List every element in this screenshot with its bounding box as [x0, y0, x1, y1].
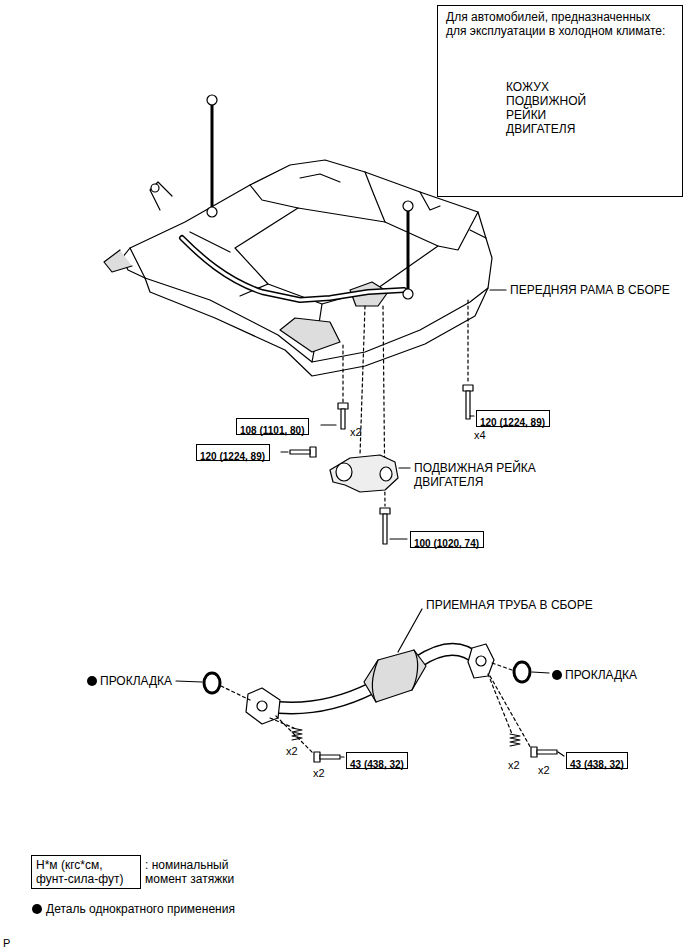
legend-symbol [31, 903, 43, 915]
torque-box: 43 (438, 32) [566, 752, 628, 769]
legend-entry: Деталь однократного применения [31, 902, 235, 916]
stabilizer-link [211, 104, 214, 208]
arm-bracket [104, 250, 132, 272]
stabilizer-link-ball [207, 207, 217, 217]
quantity: x2 [350, 425, 362, 439]
engine-rod-bushing [336, 463, 352, 481]
engine-rod [330, 455, 398, 492]
torque-box: 120 (1224, 89) [196, 444, 270, 461]
torque-box: 43 (438, 32) [346, 752, 408, 769]
frame-rib [190, 172, 478, 362]
part-name: ПРОКЛАДКА [565, 668, 637, 682]
torque-value: 108 (1101, 80) [240, 424, 305, 437]
quantity: x4 [474, 428, 486, 442]
ball-joint [151, 184, 159, 192]
stabilizer-bar [182, 238, 404, 300]
front-pipe [266, 649, 478, 708]
torque-value: 43 (438, 32) [350, 758, 404, 771]
arm-bracket [150, 182, 172, 210]
frame-edge [145, 278, 488, 376]
part-name: ПОДВИЖНАЯ РЕЙКА ДВИГАТЕЛЯ [414, 461, 544, 489]
torque-value: 43 (438, 32) [570, 758, 624, 771]
gasket [514, 662, 530, 682]
single-use-dot [87, 676, 97, 686]
torque-value: 120 (1224, 89) [200, 450, 265, 463]
flange-hole [476, 656, 486, 666]
torque-box: 120 (1224, 89) [476, 410, 550, 427]
leader-line [398, 609, 422, 652]
leader-line [470, 415, 474, 416]
torque-legend-box: Н*м (кгс*см, фунт-сила-фут): номинальный… [31, 855, 141, 889]
spring [510, 734, 520, 746]
torque-value: 120 (1224, 89) [480, 416, 545, 429]
leader-line [341, 756, 344, 757]
legend-text: Деталь однократного применения [46, 902, 235, 916]
leader-line [321, 424, 336, 425]
quantity: x2 [508, 758, 520, 772]
assembly-line [221, 663, 532, 754]
stabilizer-link-ball [403, 289, 413, 299]
node-heading: Для автомобилей, предназначенных для экс… [446, 10, 671, 38]
part-name: ПЕРЕДНЯЯ РАМА В СБОРЕ [510, 283, 670, 297]
stabilizer-link-ball [207, 95, 217, 105]
leader-line [390, 538, 407, 539]
frame-mount [280, 318, 340, 352]
node-text: КОЖУХ ПОДВИЖНОЙ РЕЙКИ ДВИГАТЕЛЯ [506, 80, 616, 136]
engine-rod-bushing [380, 467, 392, 481]
flange-hole [257, 701, 267, 711]
converter-seam [372, 650, 417, 702]
flange [468, 644, 494, 678]
part-name: ПРИЕМНАЯ ТРУБА В СБОРЕ [426, 598, 593, 612]
gasket [204, 673, 220, 693]
front-pipe [266, 649, 478, 708]
quantity: x2 [313, 766, 325, 780]
part-name: ПРОКЛАДКА [100, 674, 172, 688]
figure-code: P [3, 936, 10, 950]
stabilizer-link-ball [403, 201, 413, 211]
leader-line [490, 289, 506, 290]
torque-value: 100 (1020, 74) [414, 537, 479, 550]
spring [292, 728, 302, 740]
leader-line [532, 672, 549, 673]
leader-line [281, 451, 288, 452]
torque-box: 100 (1020, 74) [410, 531, 484, 548]
quantity: x2 [538, 763, 550, 777]
leader-line [399, 467, 410, 468]
stabilizer-link [407, 210, 410, 292]
torque-box: 108 (1101, 80) [236, 418, 309, 435]
node-text: : номинальный момент затяжки [145, 858, 255, 886]
stabilizer-bar [182, 238, 404, 300]
leader-line [558, 752, 564, 756]
catalytic-converter [364, 650, 426, 702]
node-heading: Н*м (кгс*см, фунт-сила-фут) [36, 858, 136, 886]
flange [246, 688, 280, 724]
single-use-dot [552, 670, 562, 680]
leader-line [176, 681, 202, 682]
quantity: x2 [286, 744, 298, 758]
note-box: Для автомобилей, предназначенных для экс… [437, 5, 683, 197]
